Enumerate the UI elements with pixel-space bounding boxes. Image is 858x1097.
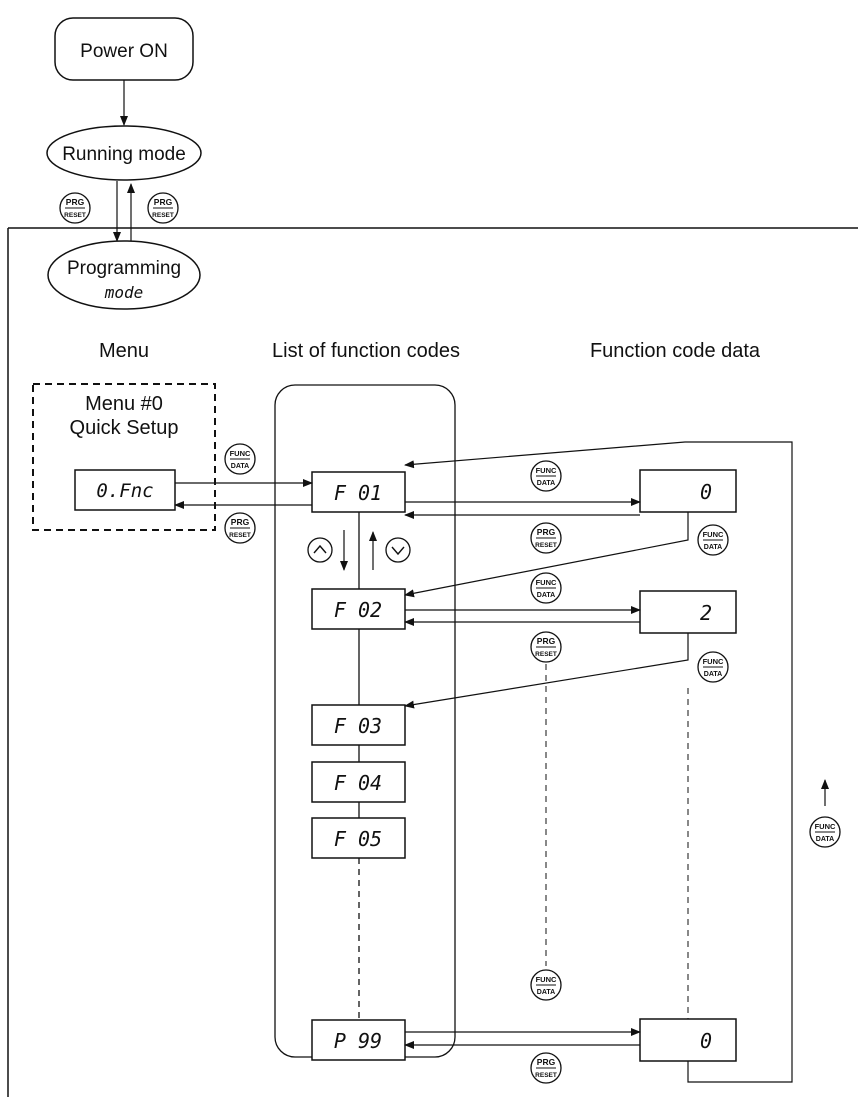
function-code-box-f03: F 03	[311, 704, 406, 746]
down-key-icon	[385, 537, 411, 563]
key-bottom-label: DATA	[704, 544, 722, 551]
function-codes-header: List of function codes	[272, 340, 460, 362]
func-data-key-icon: FUNC DATA	[809, 816, 841, 848]
key-top-label: PRG	[154, 197, 173, 207]
arrow-loop-back-to-f01	[404, 441, 793, 1083]
programming-mode-node: Programming mode	[47, 240, 201, 310]
func-data-key-icon: FUNC DATA	[530, 460, 562, 492]
func-data-key-icon: FUNC DATA	[530, 572, 562, 604]
func-data-key-icon: FUNC DATA	[697, 524, 729, 556]
menu-0-subtitle: Quick Setup	[70, 417, 179, 439]
key-top-label: FUNC	[815, 822, 836, 831]
key-top-label: FUNC	[536, 578, 557, 587]
key-top-label: PRG	[537, 527, 556, 537]
menu-header: Menu	[99, 340, 149, 362]
function-code-text: P 99	[334, 1029, 382, 1053]
data-box-f01: 0	[639, 469, 737, 513]
function-code-box-f02: F 02	[311, 588, 406, 630]
prg-reset-key-icon: PRG RESET	[530, 1052, 562, 1084]
data-box-p99: 0	[639, 1018, 737, 1062]
key-top-label: PRG	[537, 1057, 556, 1067]
function-code-box-f05: F 05	[311, 817, 406, 859]
key-top-label: FUNC	[536, 466, 557, 475]
function-data-header: Function code data	[590, 340, 761, 362]
function-code-box-p99: P 99	[311, 1019, 406, 1061]
menu-display: 0.Fnc	[74, 469, 176, 511]
func-data-key-icon: FUNC DATA	[224, 443, 256, 475]
func-data-key-icon: FUNC DATA	[697, 651, 729, 683]
key-bottom-label: DATA	[537, 592, 555, 599]
key-top-label: FUNC	[703, 530, 724, 539]
function-code-box-f01: F 01	[311, 471, 406, 513]
outer-frame	[7, 227, 858, 1097]
data-box-f02: 2	[639, 590, 737, 634]
up-key-icon	[307, 537, 333, 563]
key-top-label: FUNC	[230, 449, 251, 458]
key-bottom-label: DATA	[816, 836, 834, 843]
key-top-label: PRG	[66, 197, 85, 207]
key-bottom-label: RESET	[64, 212, 86, 219]
function-code-text: F 04	[334, 771, 382, 795]
key-bottom-label: DATA	[231, 463, 249, 470]
key-top-label: PRG	[231, 517, 250, 527]
key-bottom-label: DATA	[704, 671, 722, 678]
power-on-label: Power ON	[80, 41, 168, 62]
data-value-text: 2	[700, 601, 712, 625]
menu-0-title: Menu #0	[85, 393, 163, 415]
data-value-text: 0	[700, 1029, 712, 1053]
key-bottom-label: RESET	[229, 532, 251, 539]
programming-mode-sublabel: mode	[104, 283, 144, 302]
prg-reset-key-icon: PRG RESET	[224, 512, 256, 544]
key-top-label: FUNC	[703, 657, 724, 666]
menu-0-box	[32, 383, 216, 531]
prg-reset-key-icon: PRG RESET	[147, 192, 179, 224]
key-bottom-label: RESET	[152, 212, 174, 219]
func-data-key-icon: FUNC DATA	[530, 969, 562, 1001]
arrow-data-to-f03	[404, 633, 689, 709]
arrow-data-to-f02	[404, 512, 689, 598]
prg-reset-key-icon: PRG RESET	[530, 631, 562, 663]
power-on-node: Power ON	[54, 17, 194, 81]
function-code-text: F 02	[334, 598, 382, 622]
key-bottom-label: RESET	[535, 542, 557, 549]
key-top-label: PRG	[537, 636, 556, 646]
key-bottom-label: DATA	[537, 989, 555, 996]
key-bottom-label: RESET	[535, 651, 557, 658]
data-value-text: 0	[700, 480, 712, 504]
prg-reset-key-icon: PRG RESET	[530, 522, 562, 554]
key-bottom-label: RESET	[535, 1072, 557, 1079]
function-code-box-f04: F 04	[311, 761, 406, 803]
key-top-label: FUNC	[536, 975, 557, 984]
programming-mode-label: Programming	[67, 258, 181, 279]
menu-display-text: 0.Fnc	[96, 480, 153, 502]
function-code-text: F 03	[334, 714, 382, 738]
running-mode-label: Running mode	[62, 144, 186, 165]
function-code-text: F 05	[334, 827, 382, 851]
running-mode-node: Running mode	[46, 125, 202, 181]
key-bottom-label: DATA	[537, 480, 555, 487]
prg-reset-key-icon: PRG RESET	[59, 192, 91, 224]
function-code-text: F 01	[334, 481, 382, 505]
